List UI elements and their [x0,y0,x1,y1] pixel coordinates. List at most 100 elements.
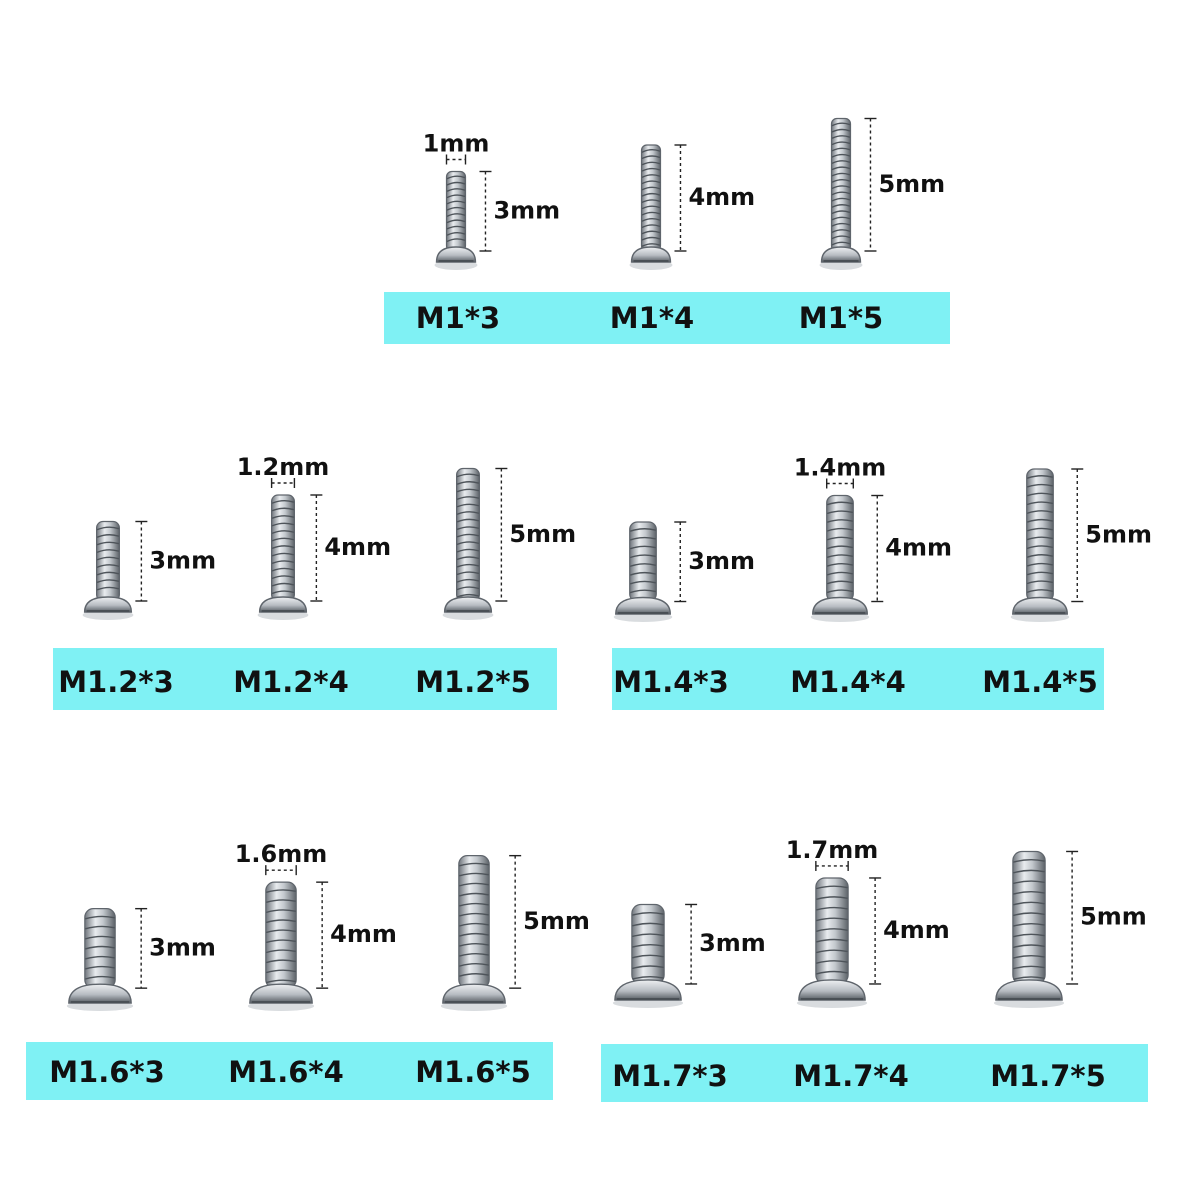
thread-line [456,503,480,508]
thread-line [1013,880,1045,885]
thread-line [630,545,656,550]
thread-line [1027,580,1053,585]
thread-line [641,243,661,247]
thread-line [630,528,656,532]
screw-m1-3 [434,170,478,270]
thread-line [816,960,848,964]
thread-line [641,211,661,216]
size-label: M1*3 [416,301,500,335]
length-dimension: 5mm [1066,850,1147,985]
size-label: M1.4*5 [982,665,1098,699]
size-label: M1.2*4 [233,665,349,699]
thread-line [831,222,851,227]
thread-line [271,552,295,557]
label-band-m1-7 [601,1044,1148,1102]
thread-line [1027,510,1053,514]
width-dimension: 1.2mm [237,453,330,488]
thread-line [1013,922,1045,927]
thread-line [459,892,489,897]
thread-line [831,241,851,246]
label-bands [26,292,1148,1102]
thread-line [1027,492,1053,497]
length-dimension-label: 3mm [149,933,216,961]
thread-line [1027,483,1053,488]
thread-line [271,575,295,579]
thread-line [630,580,656,585]
screw-head [68,983,132,1004]
thread-line [816,906,848,911]
thread-line [1027,475,1053,479]
thread-line [266,889,296,893]
thread-line [266,919,296,923]
size-label: M1.4*4 [790,665,906,699]
thread-line [96,586,120,591]
width-dimension: 1mm [423,130,489,165]
screw-m1-5 [819,117,863,270]
thread-line [1027,536,1053,541]
length-dimension-label: 4mm [324,533,391,561]
length-dimension: 5mm [509,854,590,989]
thread-line [85,925,115,930]
thread-line [1013,869,1045,874]
length-dimension-label: 4mm [883,916,950,944]
thread-line [456,563,480,568]
thread-line [456,541,480,545]
thread-line [459,912,489,917]
thread-line [459,882,489,887]
thread-line [1027,554,1053,558]
thread-line [266,979,296,984]
thread-line [1013,976,1045,980]
size-label: M1*5 [799,301,883,335]
size-label: M1.2*5 [415,665,531,699]
thread-line [271,582,295,587]
width-dimension: 1.4mm [794,454,886,489]
length-dimension: 4mm [310,494,391,602]
thread-line [271,567,295,572]
thread-line [816,949,848,954]
thread-line [456,593,480,598]
thread-line [266,969,296,974]
length-dimension: 3mm [685,903,766,985]
size-label: M1.2*3 [58,665,174,699]
thread-line [446,231,466,236]
length-dimension-label: 3mm [688,547,755,575]
screw-m1-4-5 [1010,468,1070,622]
thread-line [96,579,120,583]
thread-line [1027,562,1053,567]
thread-line [641,205,661,210]
thread-line [271,537,295,542]
thread-line [96,571,120,576]
thread-line [816,970,848,975]
screw-m1-2-5 [442,467,494,620]
size-label: M1.6*3 [49,1055,165,1089]
thread-line [1027,571,1053,576]
screw-m1-7-3 [612,903,684,1008]
dimension-annotations: 3mm 1mm 4mm 5mm 3mm 4mm 1.2mm 5mm 3mm 4mm 1.4mm 5mm… [135,117,1152,989]
thread-line [271,590,295,595]
thread-line [271,500,295,504]
thread-line [85,965,115,970]
thread-line [85,975,115,980]
length-dimension-label: 4mm [688,183,755,211]
thread-line [446,206,466,211]
length-dimension-label: 3mm [699,929,766,957]
length-dimension-label: 3mm [149,546,216,574]
screw-m1-7-4 [796,877,868,1008]
thread-line [831,141,851,146]
thread-line [266,909,296,913]
screw-head [614,979,682,1001]
thread-line [641,149,661,153]
length-dimension: 3mm [135,907,216,989]
length-dimension-label: 5mm [1085,520,1152,548]
thread-line [630,589,656,594]
thread-line [456,511,480,515]
length-dimension: 4mm [869,877,950,985]
size-label: M1.6*4 [228,1055,344,1089]
thread-line [1013,859,1045,863]
thread-line [456,481,480,485]
size-label: M1*4 [610,301,694,335]
width-dimension-label: 1.2mm [237,453,330,481]
thread-line [446,219,466,224]
screw-head [812,596,868,615]
thread-line [456,578,480,583]
